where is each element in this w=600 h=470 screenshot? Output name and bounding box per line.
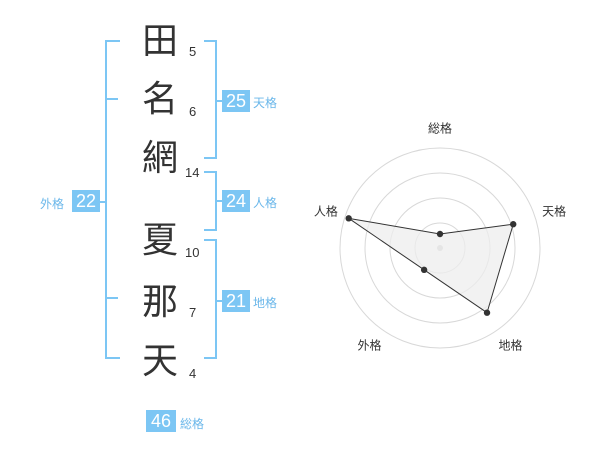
radar-axis-label-1: 総格	[427, 121, 453, 136]
soukaku-label: 総格	[180, 417, 205, 431]
stroke-count-2: 6	[189, 104, 197, 119]
radar-axis-label-4: 外格	[357, 338, 382, 353]
stroke-count-6: 4	[189, 366, 197, 381]
stroke-count-4: 10	[185, 245, 200, 260]
radar-point-5	[345, 215, 352, 222]
radar-point-2	[510, 221, 517, 228]
name-char-3: 網	[141, 138, 178, 179]
chikaku-value: 21	[222, 290, 250, 312]
radar-series-polygon	[348, 217, 514, 314]
gaikaku-value: 22	[72, 190, 100, 212]
radar-point-1	[436, 230, 444, 238]
gaikaku-label: 外格	[40, 197, 65, 211]
chikaku-bracket	[204, 239, 217, 359]
name-char-2: 名	[141, 79, 178, 120]
stroke-count-1: 5	[189, 44, 197, 59]
name-char-5: 那	[141, 282, 178, 323]
name-char-4: 夏	[141, 220, 178, 261]
radar-grid-ring	[364, 172, 516, 324]
chikaku-label: 地格	[253, 296, 278, 310]
radar-axis-label-2: 天格	[542, 204, 567, 219]
tenkaku-label: 天格	[253, 96, 278, 110]
jinkaku-value: 24	[222, 190, 250, 212]
radar-grid-ring	[339, 147, 541, 349]
stroke-count-3: 14	[185, 165, 200, 180]
radar-axis-label-5: 人格	[313, 204, 338, 219]
name-char-6: 天	[141, 341, 178, 382]
name-char-1: 田	[141, 21, 178, 62]
tenkaku-bracket	[204, 40, 217, 159]
jinkaku-label: 人格	[253, 196, 278, 210]
tenkaku-value: 25	[222, 90, 250, 112]
radar-point-4	[420, 266, 428, 274]
stroke-count-5: 7	[189, 305, 197, 320]
radar-point-3	[483, 309, 491, 316]
gaikaku-bracket	[105, 40, 120, 359]
soukaku-value: 46	[146, 410, 176, 432]
radar-axis-label-3: 地格	[498, 338, 523, 353]
